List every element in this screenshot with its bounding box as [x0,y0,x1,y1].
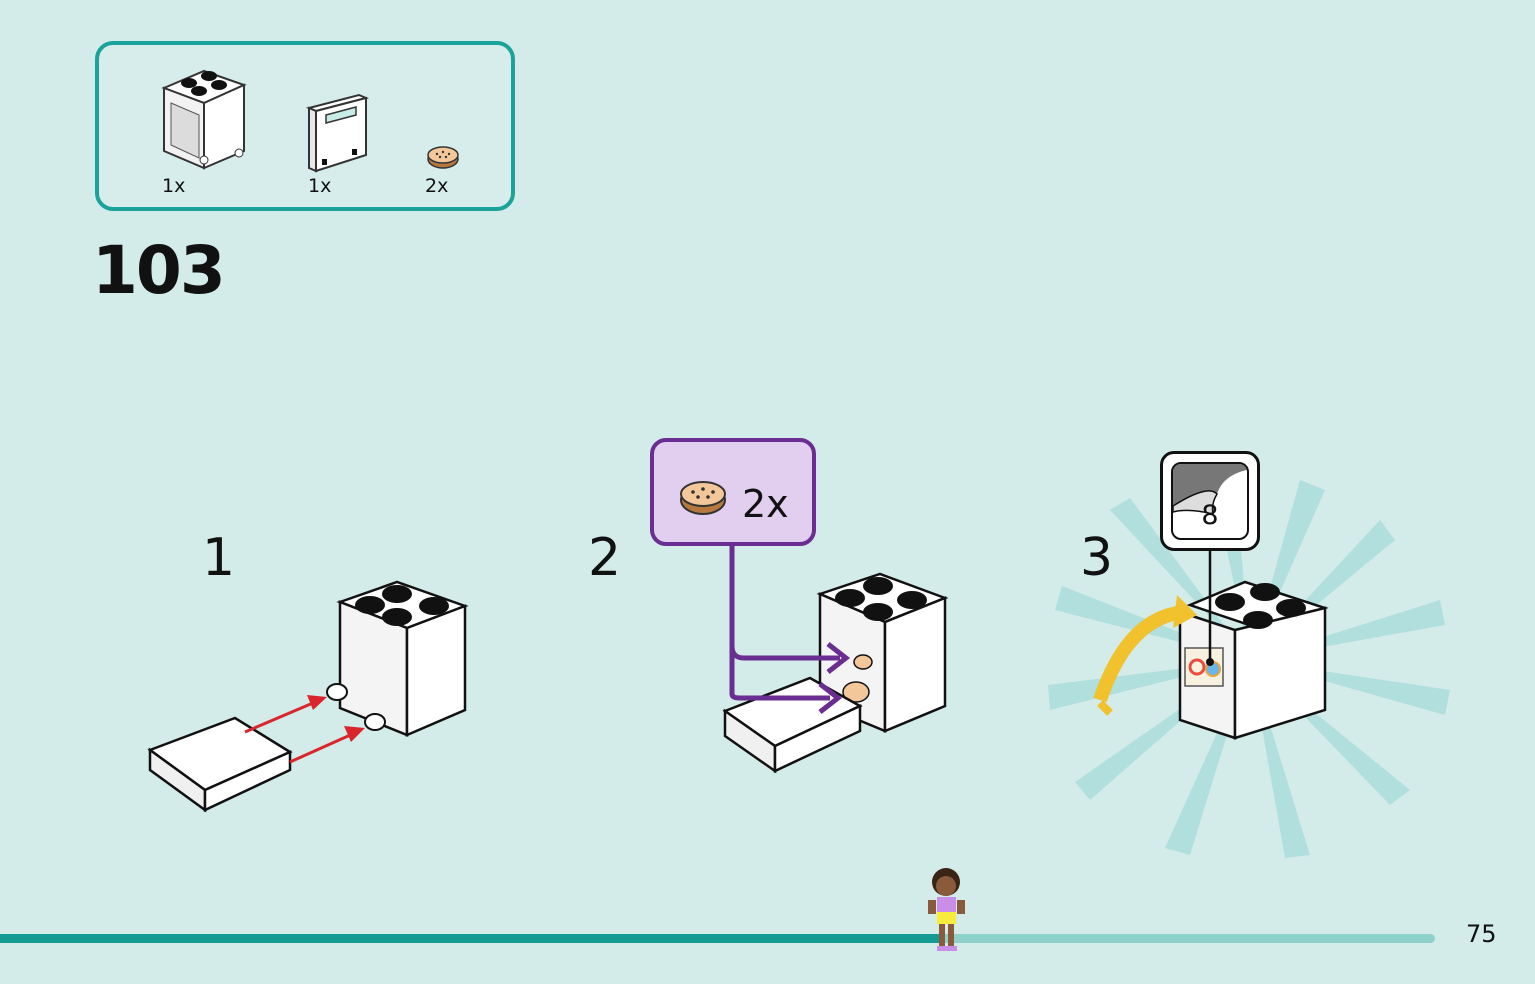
door-panel-icon [305,93,370,173]
substep-3-assembly [1093,580,1329,740]
parts-callout: 2x [650,438,816,546]
substep-2-assembly [722,546,949,774]
container-brick-icon [161,69,247,170]
sticker-number: 8 [1201,500,1219,531]
sticker-icon [1171,462,1249,540]
substep-label: 2 [588,528,622,588]
step-number: 103 [92,232,226,309]
sticker-callout: 8 [1160,451,1260,551]
substep-1-assembly [147,580,469,813]
sticker-pointer-line [1206,550,1214,666]
progress-fill [0,934,940,943]
substep-label: 3 [1080,528,1114,588]
substep-label: 1 [202,528,236,588]
progress-bar [0,934,1435,943]
callout-quantity: 2x [742,482,789,526]
cookie-tile-icon [427,146,459,169]
part-quantity: 1x [162,175,186,197]
page-number: 75 [1466,920,1497,948]
part-quantity: 2x [425,175,449,197]
cookie-tile-icon [680,481,726,515]
part-quantity: 1x [308,175,332,197]
parts-list-box: 1x 1x 2x [95,41,515,211]
minifigure-icon [928,868,965,951]
